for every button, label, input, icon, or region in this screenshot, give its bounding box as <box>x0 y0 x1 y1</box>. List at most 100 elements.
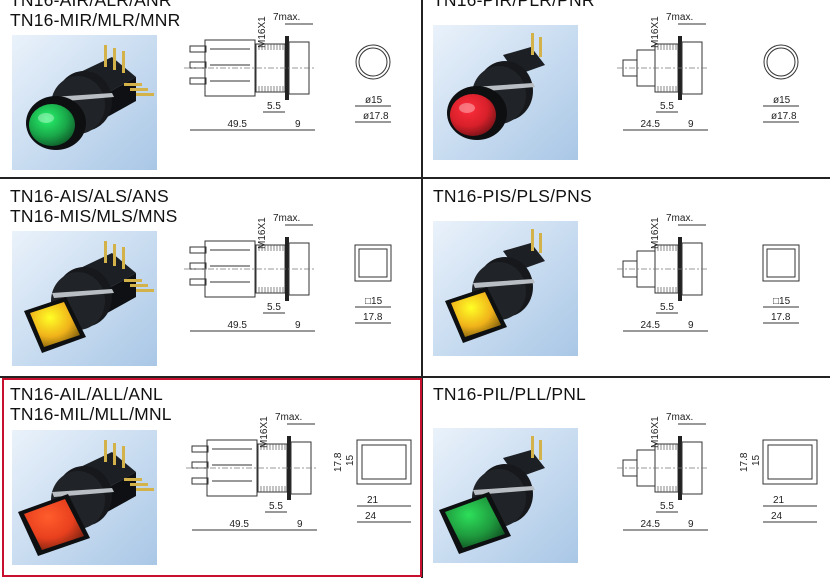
title-line-1: TN16-AIL/ALL/ANL <box>10 384 163 404</box>
terminal-pin <box>122 51 125 73</box>
terminal-pin <box>130 88 148 91</box>
thread-label: M16X1 <box>257 217 268 249</box>
side-view <box>617 436 708 500</box>
panel-title: TN16-PIL/PLL/PNL <box>433 384 586 404</box>
dim-length: 24.5 <box>641 119 661 130</box>
dim-length: 49.5 <box>228 119 248 130</box>
dim-face-b: 24 <box>771 511 783 522</box>
dim-face-a: ø15 <box>773 95 791 106</box>
front-view <box>762 439 818 485</box>
terminal-pin <box>122 446 125 468</box>
front-outline <box>762 244 800 282</box>
dim-5-5: 5.5 <box>267 302 281 313</box>
terminal-pin <box>136 488 154 491</box>
dim-face-a: 21 <box>773 495 785 506</box>
title-line-2: TN16-MIR/MLR/MNR <box>10 10 181 30</box>
title-line-1: TN16-PIL/PLL/PNL <box>433 384 586 404</box>
side-view <box>186 436 317 500</box>
dim-side-b: 15 <box>345 454 356 466</box>
lens-cap <box>445 497 505 548</box>
switch-body <box>439 436 545 554</box>
dim-side-a: 17.8 <box>739 452 750 472</box>
terminal-outline <box>189 278 207 286</box>
front-outline <box>355 44 391 80</box>
front-outline <box>763 44 799 80</box>
dim-5-5: 5.5 <box>269 501 283 512</box>
dim-9: 9 <box>295 320 301 331</box>
dim-5-5: 5.5 <box>660 302 674 313</box>
terminal-pin <box>136 289 154 292</box>
side-view <box>617 237 708 301</box>
dim-face-a: □15 <box>773 296 791 307</box>
dim-9: 9 <box>688 519 694 530</box>
max-travel-label: 7max. <box>666 213 693 224</box>
dim-face-b: ø17.8 <box>771 111 797 122</box>
terminal-outline <box>189 45 207 53</box>
terminal-outline <box>191 445 209 453</box>
dim-9: 9 <box>297 519 303 530</box>
side-view <box>617 36 708 100</box>
panel-title: TN16-AIL/ALL/ANL TN16-MIL/MLL/MNL <box>10 384 172 424</box>
front-outline <box>356 439 412 485</box>
dim-length: 49.5 <box>230 519 250 530</box>
front-view <box>355 44 391 80</box>
terminal-pin <box>124 478 142 481</box>
panel-flange <box>287 436 291 500</box>
dim-side-a: 17.8 <box>333 452 344 472</box>
title-line-2: TN16-MIS/MLS/MNS <box>10 206 178 226</box>
max-travel-label: 7max. <box>666 12 693 23</box>
dim-side-b: 15 <box>751 454 762 466</box>
terminal-pin <box>539 37 542 57</box>
thread-label: M16X1 <box>650 416 661 448</box>
switch-body <box>18 440 154 556</box>
dim-9: 9 <box>688 320 694 331</box>
panel-flange <box>285 237 289 301</box>
terminal-pin <box>104 440 107 462</box>
thread-label: M16X1 <box>650 16 661 48</box>
front-outline <box>354 244 392 282</box>
front-view <box>762 244 800 282</box>
terminal-pin <box>130 483 148 486</box>
title-line-1: TN16-AIS/ALS/ANS <box>10 186 169 206</box>
lens-cap <box>451 292 501 337</box>
switch-body <box>24 241 154 353</box>
thread-label: M16X1 <box>650 217 661 249</box>
front-outline <box>762 439 818 485</box>
product-photo <box>12 35 157 170</box>
product-photo <box>433 25 578 160</box>
thread-label: M16X1 <box>259 416 270 448</box>
terminal-outline <box>189 61 207 69</box>
terminal-pin <box>531 33 534 55</box>
dim-face-b: 17.8 <box>771 312 791 323</box>
dimension-drawing: M16X1 7max. 5.5 24.5 9 ø15 ø17.8 <box>617 12 799 131</box>
title-line-1: TN16-PIR/PLR/PNR <box>433 0 595 10</box>
lens-cap <box>24 499 84 550</box>
panel-title: TN16-AIS/ALS/ANS TN16-MIS/MLS/MNS <box>10 186 178 226</box>
dim-face-a: □15 <box>365 296 383 307</box>
dim-length: 24.5 <box>641 320 661 331</box>
terminal-pin <box>531 436 534 458</box>
dim-5-5: 5.5 <box>267 101 281 112</box>
dim-5-5: 5.5 <box>660 101 674 112</box>
dim-9: 9 <box>688 119 694 130</box>
max-travel-label: 7max. <box>273 213 300 224</box>
terminal-pin <box>113 443 116 465</box>
terminal-pin <box>136 93 154 96</box>
grid-divider-vertical <box>421 0 423 578</box>
dim-face-b: 24 <box>365 511 377 522</box>
terminal-pin <box>104 241 107 263</box>
terminal-pin <box>124 279 142 282</box>
grid-divider-horizontal-2 <box>0 376 830 378</box>
front-view <box>356 439 412 485</box>
terminal-outline <box>189 262 207 270</box>
product-photo <box>12 231 157 366</box>
switch-body <box>445 229 545 343</box>
terminal-pin <box>539 440 542 460</box>
lens-cap <box>450 94 496 136</box>
terminal-outline <box>191 461 209 469</box>
